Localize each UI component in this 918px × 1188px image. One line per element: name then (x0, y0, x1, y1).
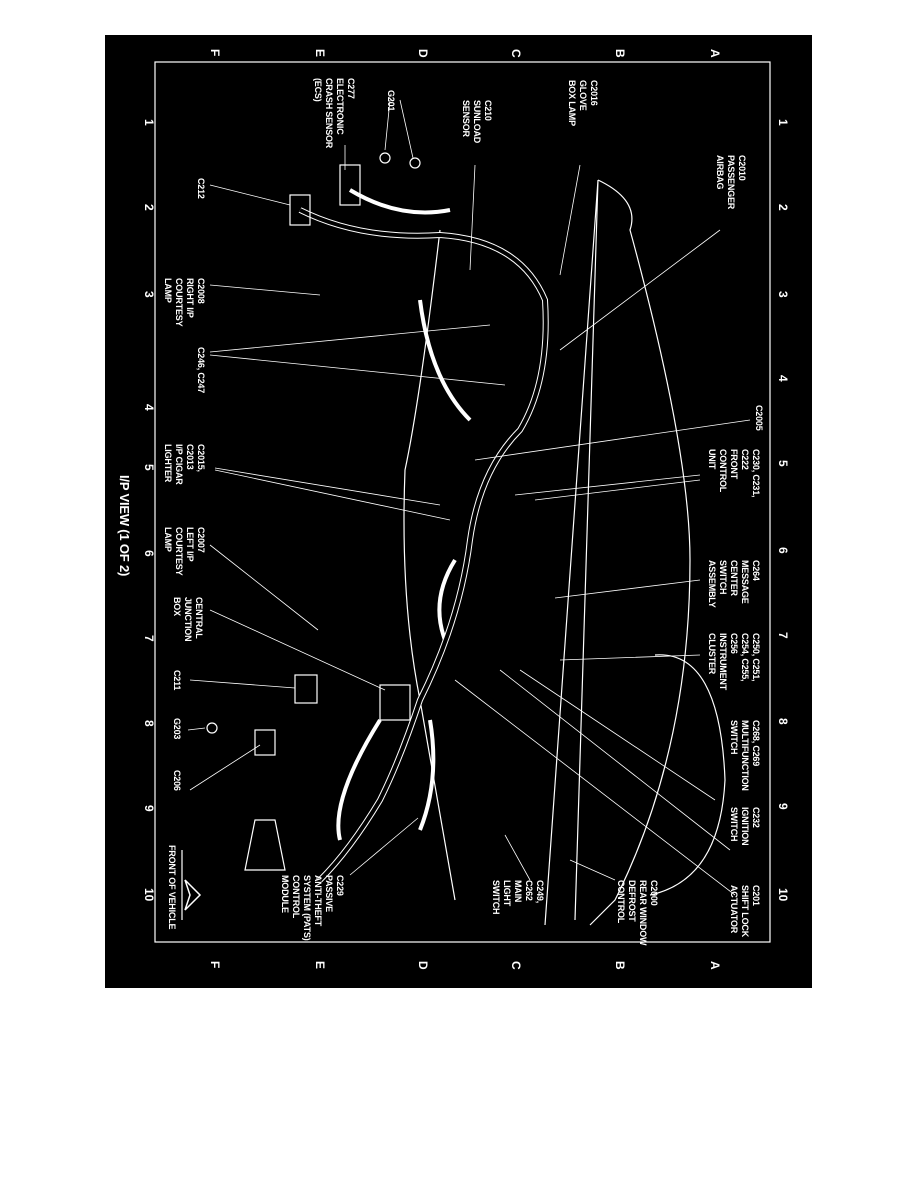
grid-col-8-right: 8 (776, 718, 790, 725)
grid-col-10-left: 10 (142, 888, 156, 902)
grid-row-e-top: E (313, 49, 327, 58)
front-of-vehicle-arrow-icon (184, 879, 202, 911)
wiring-diagram-sheet: A B C D E F A B C D E F 1 2 3 4 5 6 7 8 … (105, 35, 812, 988)
grid-row-a-bottom: A (708, 961, 722, 970)
grid-col-2-right: 2 (776, 204, 790, 211)
grid-col-7-right: 7 (776, 632, 790, 639)
callout-c2010: C2010 PASSENGER AIRBAG (715, 155, 747, 210)
grid-row-a-top: A (708, 49, 722, 58)
callout-c2000: C2000 REAR WINDOW DEFROST CONTROL (616, 880, 659, 946)
callout-c277: C277 ELECTRONIC CRASH SENSOR (ECS) (313, 78, 356, 149)
callout-c210: C210 SUNLOAD SENSOR (461, 100, 493, 144)
connector-c211 (294, 674, 318, 704)
grid-col-4-left: 4 (142, 404, 156, 411)
grid-row-d-bottom: D (416, 961, 430, 970)
dash-lower-edge (403, 229, 456, 901)
ground-g203 (206, 722, 218, 734)
grid-col-6-left: 6 (142, 550, 156, 557)
grid-col-5-right: 5 (776, 460, 790, 467)
grid-col-7-left: 7 (142, 635, 156, 642)
grid-col-8-left: 8 (142, 720, 156, 727)
callout-central-junction-box: CENTRAL JUNCTION BOX (172, 597, 204, 642)
dashboard-outline (544, 179, 691, 926)
callout-c206: C206 (172, 770, 182, 791)
grid-col-3-right: 3 (776, 291, 790, 298)
grid-col-1-left: 1 (142, 119, 156, 126)
callout-c2005: C2005 (754, 405, 764, 431)
grid-col-1-right: 1 (776, 119, 790, 126)
grid-row-c-top: C (509, 49, 523, 58)
front-of-vehicle-label: FRONT OF VEHICLE (167, 845, 177, 930)
connector-c206 (254, 729, 276, 756)
callout-c232: C232 IGNITION SWITCH (729, 807, 761, 846)
connector-cjb (379, 684, 411, 721)
grid-col-9-left: 9 (142, 805, 156, 812)
grid-col-6-right: 6 (776, 547, 790, 554)
wiring-harness (336, 188, 472, 841)
grid-row-d-top: D (416, 49, 430, 58)
callout-c201: C201 SHIFT LOCK ACTUATOR (729, 885, 761, 937)
callout-c2008: C2008 RIGHT I/P COURTESY LAMP (163, 278, 206, 327)
callout-c2015: C2015, C2013 I/P CIGAR LIGHTER (163, 444, 206, 485)
callout-c249: C249, C262 MAIN LIGHT SWITCH (491, 880, 545, 915)
callout-c264: C264 MESSAGE CENTER SWITCH ASSEMBLY (707, 560, 761, 608)
callout-g201: G201 (386, 90, 396, 112)
callout-c212: C212 (196, 178, 206, 199)
grid-col-2-left: 2 (142, 204, 156, 211)
grid-col-5-left: 5 (142, 464, 156, 471)
diagram-frame (154, 61, 771, 943)
callout-c229: C229 PASSIVE ANTI-THEFT SYSTEM (PATS) CO… (280, 875, 345, 941)
grid-col-9-right: 9 (776, 803, 790, 810)
grid-col-4-right: 4 (776, 375, 790, 382)
ground-g201 (379, 152, 391, 164)
callout-c230: C230, C231, C222 FRONT CONTROL UNIT (707, 449, 761, 498)
callout-c268: C268, C269 MULTIFUNCTION SWITCH (729, 720, 761, 791)
connector-c277 (339, 164, 361, 206)
callout-c2007: C2007 LEFT I/P COURTESY LAMP (163, 527, 206, 576)
wiring-harness (299, 208, 548, 882)
connector-c212 (289, 194, 311, 226)
grid-row-b-top: B (613, 49, 627, 58)
grid-row-f-bottom: F (208, 961, 222, 969)
grid-row-b-bottom: B (613, 961, 627, 970)
grid-row-e-bottom: E (313, 961, 327, 970)
grid-row-c-bottom: C (509, 961, 523, 970)
callout-c250: C250, C251, C254, C255, C256 INSTRUMENT … (707, 633, 761, 690)
ground-g201 (409, 157, 421, 169)
grid-col-3-left: 3 (142, 291, 156, 298)
diagram-title: I/P VIEW (1 OF 2) (117, 475, 132, 577)
callout-c246: C246, C247 (196, 347, 206, 394)
callout-g203: G203 (172, 718, 182, 740)
ignition-switch (244, 819, 286, 871)
cluster-hood (649, 654, 726, 896)
callout-c2016: C2016 GLOVE BOX LAMP (567, 80, 599, 126)
instrument-panel-drawing (154, 61, 771, 943)
leader-lines (187, 99, 751, 896)
grid-row-f-top: F (208, 49, 222, 57)
callout-c211: C211 (172, 670, 182, 691)
grid-col-10-right: 10 (776, 888, 790, 902)
